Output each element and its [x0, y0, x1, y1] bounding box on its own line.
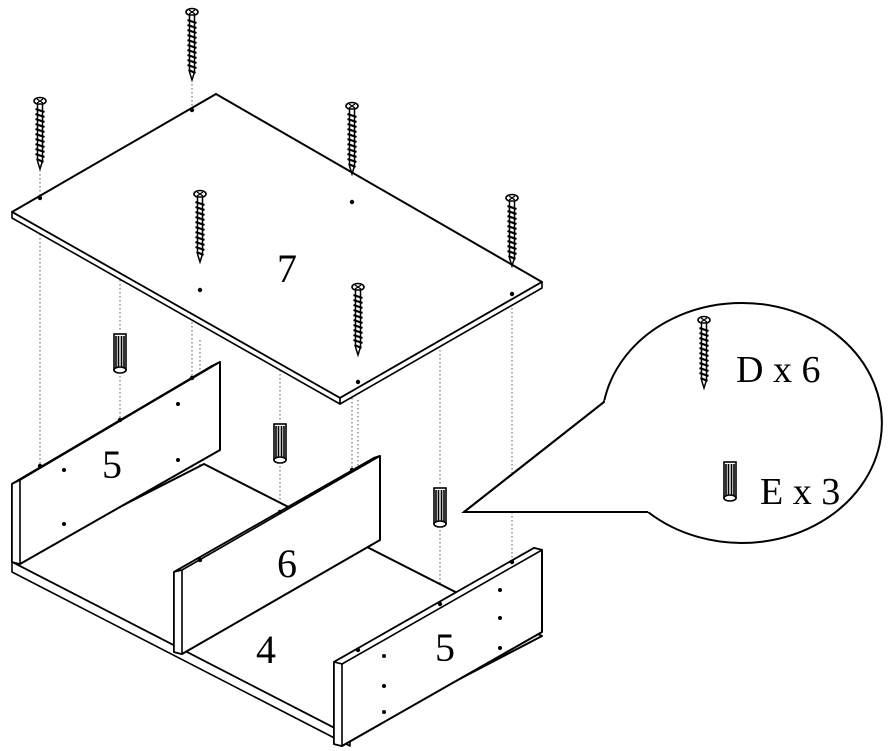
part-label-top-panel: 7 [277, 246, 297, 291]
part-label-right-side: 5 [435, 625, 455, 670]
left-side-panel-5 [11, 361, 221, 565]
dowel-icon [113, 333, 127, 374]
right-side-panel-5 [333, 547, 543, 747]
top-panel-7 [11, 93, 543, 405]
part-label-divider: 6 [277, 541, 297, 586]
legend-dowel-label: E x 3 [760, 471, 840, 513]
screw-icon [344, 101, 360, 176]
dowel-icon [273, 423, 287, 464]
screw-icon [184, 7, 200, 82]
dowel-icon [433, 487, 447, 528]
screw-icon [32, 96, 48, 171]
screw-icon [504, 193, 520, 268]
divider-panel-6 [173, 455, 381, 655]
part-label-left-side: 5 [102, 442, 122, 487]
legend-screw-label: D x 6 [736, 349, 820, 391]
part-label-bottom-panel: 4 [256, 627, 276, 672]
hardware-callout [461, 301, 883, 544]
legend-dowel-icon [723, 461, 737, 502]
